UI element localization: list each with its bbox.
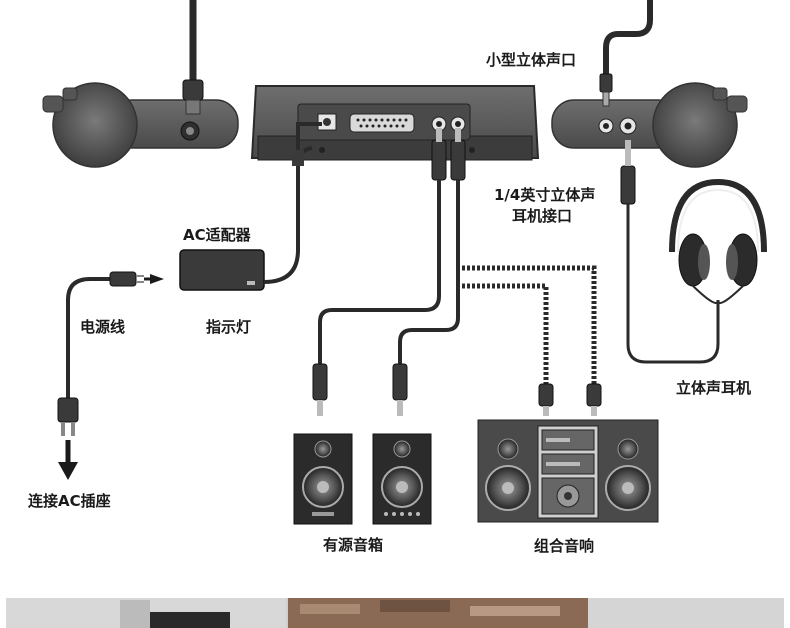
main-device <box>252 86 538 160</box>
left-device-cable <box>183 0 203 114</box>
right-device <box>552 83 747 167</box>
speaker-cables <box>313 128 465 416</box>
stereo-system-cables <box>462 268 601 416</box>
headphones <box>672 182 764 303</box>
active-speakers-label: 有源音箱 <box>323 536 383 554</box>
quarter-inch-jack-label-line1: 1/4英寸立体声 <box>494 186 595 204</box>
connect-ac-outlet-label: 连接AC插座 <box>28 492 111 510</box>
left-device <box>43 83 238 167</box>
power-cord-label: 电源线 <box>80 318 125 336</box>
photo-strip <box>6 598 784 628</box>
power-cord <box>58 272 164 480</box>
mini-jack-cable <box>600 0 650 106</box>
stereo-system-label: 组合音响 <box>534 537 594 555</box>
stereo-headphones-label: 立体声耳机 <box>676 379 751 397</box>
active-speaker-left <box>294 434 352 524</box>
indicator-light-label: 指示灯 <box>206 318 251 336</box>
stereo-system <box>478 420 658 522</box>
active-speaker-right <box>373 434 431 524</box>
quarter-inch-jack-label-line2: 耳机接口 <box>512 207 572 225</box>
mini-stereo-jack-label: 小型立体声口 <box>486 51 576 69</box>
ac-adapter-label: AC适配器 <box>183 226 251 244</box>
